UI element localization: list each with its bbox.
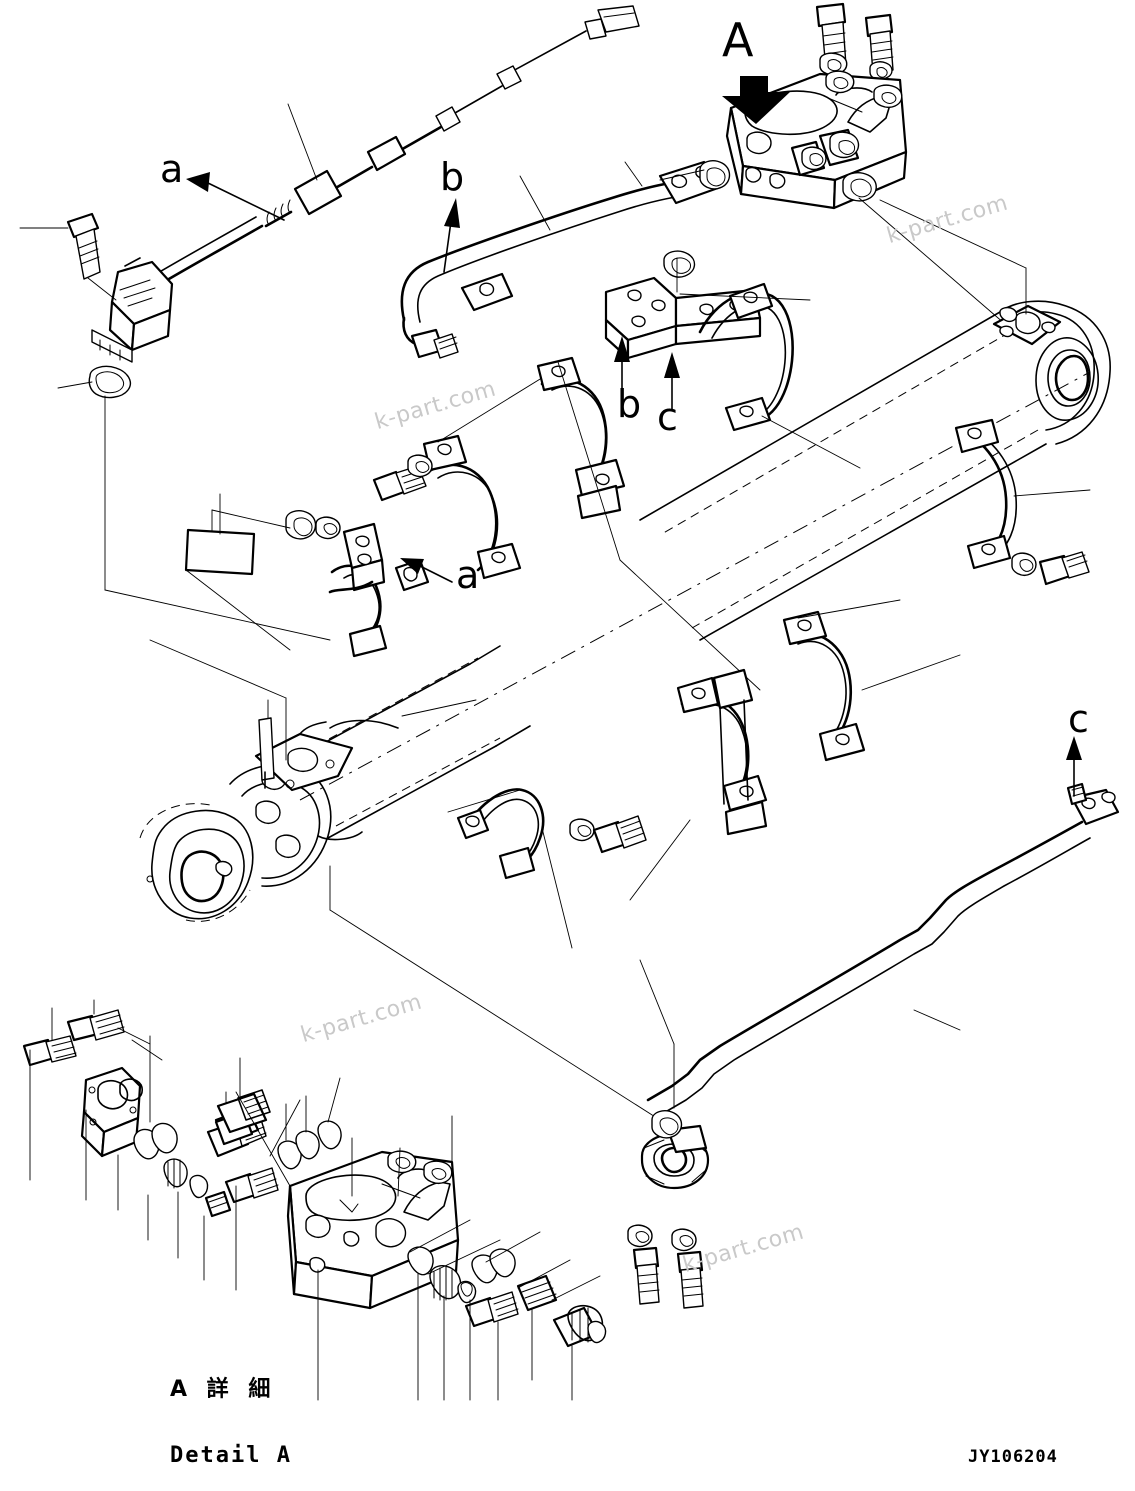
callout-b-mid: b bbox=[617, 382, 642, 426]
upper-hydraulic-tube bbox=[400, 160, 728, 359]
callout-c-mid: c bbox=[657, 395, 678, 439]
hydraulic-cylinder-left bbox=[139, 639, 661, 1121]
pipe-clamps-group bbox=[184, 356, 961, 949]
callout-arrows bbox=[186, 76, 1082, 797]
callout-a-top-left: a bbox=[160, 147, 184, 191]
mounting-bracket-assembly bbox=[604, 250, 861, 469]
drawing-code: JY106204 bbox=[968, 1447, 1058, 1467]
callout-b-upper: b bbox=[440, 155, 465, 199]
callout-section-a: A bbox=[722, 13, 754, 67]
callout-c-right: c bbox=[1068, 697, 1089, 741]
detail-a-label-japanese: A 詳 細 bbox=[170, 1377, 277, 1403]
detail-a-label: A 詳 細 Detail A bbox=[170, 1338, 292, 1491]
lower-hydraulic-tube bbox=[627, 782, 1120, 1309]
hydraulic-cylinder-right bbox=[299, 199, 1111, 801]
callout-a-center: a bbox=[456, 553, 480, 597]
detail-a-label-english: Detail A bbox=[170, 1442, 292, 1468]
detail-a-exploded-valve bbox=[22, 999, 607, 1401]
